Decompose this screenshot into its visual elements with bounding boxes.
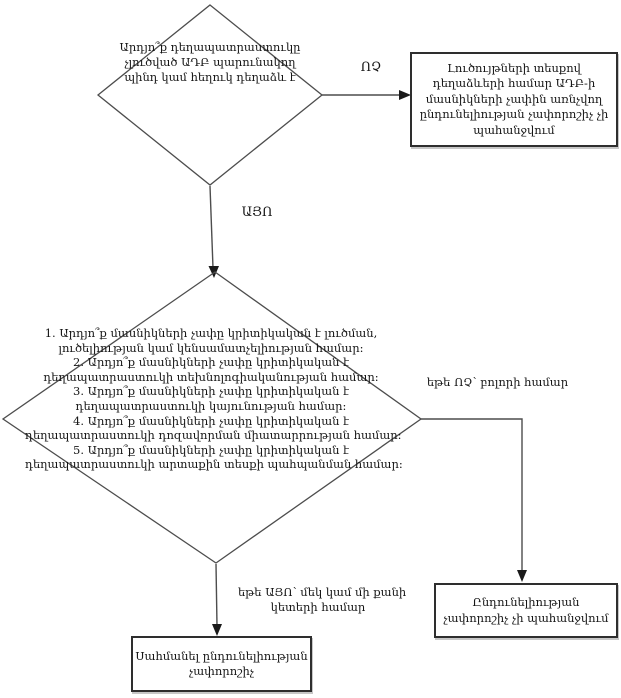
decision2-item-line: լուծելիության կամ կենսամատչելիության համ…: [58, 340, 364, 355]
arrow-if-no-line: [421, 418, 523, 572]
decision1-text: Արդյո՞ք դեղապատրաստուկը չլուծված ԱԴԲ պար…: [106, 40, 314, 85]
outcome-box-no-criterion-line: Ընդունելիության: [472, 595, 580, 609]
branch-label-if-yes-line: կետերի համար: [270, 600, 366, 614]
action-box-set-criterion: Սահմանել ընդունելիության չափորոշիչ: [131, 636, 312, 692]
outcome-box-solutions-line: մասնիկների չափին առնչվող: [425, 91, 603, 106]
outcome-box-no-criterion: Ընդունելիության չափորոշիչ չի պահանջվում: [434, 583, 618, 638]
decision1-text-line: չլուծված ԱԴԲ պարունակող: [124, 55, 296, 69]
arrow-no-head: [399, 90, 411, 100]
decision2-item-line: դեղապատրաստուկի դոզավորման միատարրության…: [25, 428, 402, 443]
outcome-box-solutions-line: պահանջվում: [473, 122, 555, 137]
outcome-box-solutions-line: դեղաձևերի համար ԱԴԲ-ի: [432, 76, 596, 91]
outcome-box-solutions-line: ընդունելիության չափորոշիչ չի: [419, 107, 609, 122]
decision2-item-line: 3. Արդյո՞ք մասնիկների չափը կրիտիկական է: [73, 384, 349, 399]
decision2-item-line: 1. Արդյո՞ք մասնիկների չափը կրիտիկական է …: [44, 326, 378, 340]
decision2-item-line: 4. Արդյո՞ք մասնիկների չափը կրիտիկական է: [73, 413, 349, 428]
outcome-box-solutions-line: Լուծույթների տեսքով: [447, 60, 581, 75]
decision2-item-2: 2. Արդյո՞ք մասնիկների չափը կրիտիկական է …: [25, 355, 397, 384]
arrow-if-yes-head: [212, 624, 222, 636]
action-box-set-criterion-line: Սահմանել ընդունելիության: [135, 648, 308, 663]
decision2-item-line: դեղապատրաստուկի տեխնոլոգիականության համա…: [43, 369, 379, 384]
branch-label-if-yes: եթե ԱՅՈ՝ մեկ կամ մի քանի կետերի համար: [238, 585, 407, 615]
decision2-item-3: 3. Արդյո՞ք մասնիկների չափը կրիտիկական է …: [25, 384, 397, 413]
branch-label-yes: ԱՅՈ: [241, 205, 273, 220]
decision1-diamond: [96, 4, 324, 186]
branch-label-if-yes-line: եթե ԱՅՈ՝ մեկ կամ մի քանի: [238, 585, 407, 599]
arrow-yes-head: [208, 266, 219, 278]
branch-label-if-no: եթե ՈՉ՝ բոլորի համար: [426, 375, 569, 389]
decision2-item-1: 1. Արդյո՞ք մասնիկների չափը կրիտիկական է …: [25, 326, 397, 355]
decision2-diamond: [1, 271, 423, 564]
decision2-item-4: 4. Արդյո՞ք մասնիկների չափը կրիտիկական է …: [25, 413, 402, 443]
outcome-box-solutions: Լուծույթների տեսքով դեղաձևերի համար ԱԴԲ-…: [410, 52, 618, 147]
decision2-item-line: դեղապատրաստուկի կայունության համար։: [75, 398, 347, 413]
decision2-item-line: 5. Արդյո՞ք մասնիկների չափը կրիտիկական է: [73, 442, 349, 457]
arrow-if-yes-line: [215, 563, 218, 627]
decision1-text-line: Արդյո՞ք դեղապատրաստուկը: [119, 40, 301, 54]
branch-label-no: ՈՉ: [360, 60, 382, 75]
decision2-item-line: 2. Արդյո՞ք մասնիկների չափը կրիտիկական է: [73, 355, 349, 370]
outcome-box-no-criterion-line: չափորոշիչ չի պահանջվում: [443, 610, 609, 625]
decision2-item-5: 5. Արդյո՞ք մասնիկների չափը կրիտիկական է …: [25, 442, 403, 472]
action-box-set-criterion-line: չափորոշիչ: [189, 664, 254, 678]
arrow-yes-line: [209, 185, 214, 269]
arrow-if-no-head: [517, 570, 527, 582]
decision1-text-line: պինդ կամ հեղուկ դեղաձև է: [124, 70, 296, 84]
decision2-item-line: դեղապատրաստուկի արտաքին տեսքի պահպանման …: [25, 457, 403, 472]
decision2-text: 1. Արդյո՞ք մասնիկների չափը կրիտիկական է …: [25, 326, 403, 472]
